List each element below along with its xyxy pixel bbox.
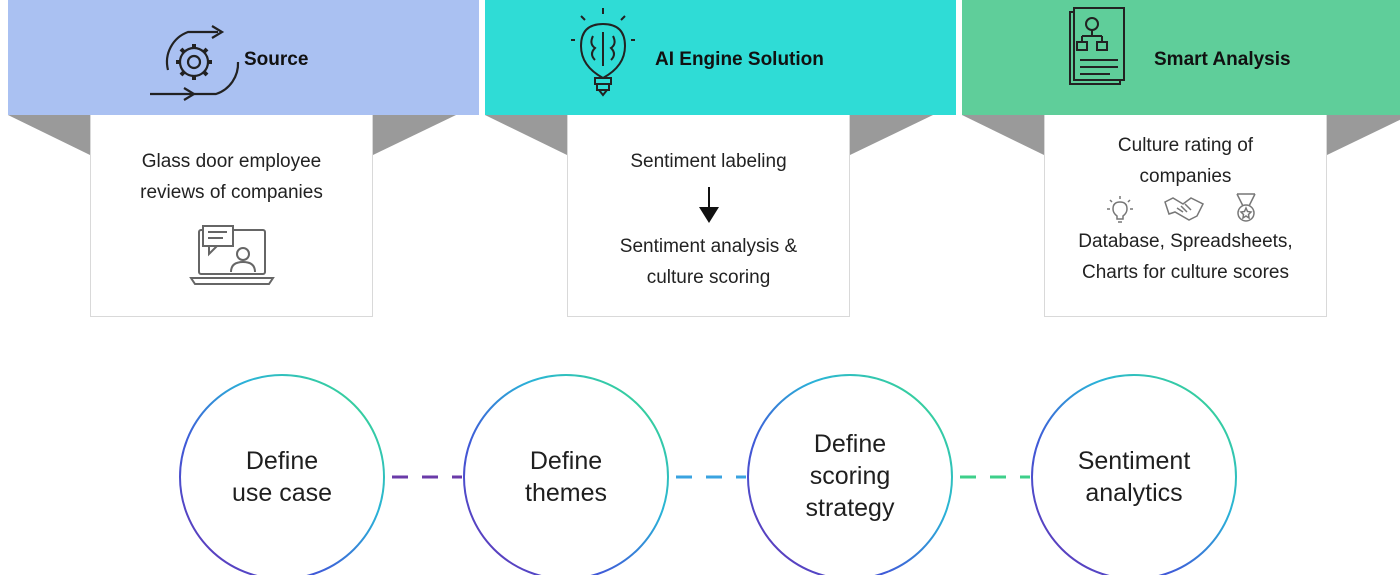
ai-step-1: Sentiment labeling [630,151,787,172]
brain-bulb-icon [571,8,635,97]
smart-analysis-card: Culture rating of companies [1044,115,1327,317]
step-4-line-2: analytics [1085,479,1183,507]
step-circle-sentiment-analytics [1031,374,1237,575]
step-label-define-themes: Define themes [466,445,666,509]
document-hierarchy-icon [1069,7,1125,85]
step-1-line-2: use case [231,479,333,507]
source-line-1: Glass door employee [141,151,322,172]
ai-step-2-line-2: culture scoring [646,267,771,288]
step-circle-define-scoring-strategy [747,374,953,575]
smart-bottom-line-1: Database, Spreadsheets, [1078,231,1293,252]
smart-icon-row [1045,192,1326,226]
smart-top-line-2: companies [1139,166,1232,187]
source-card: Glass door employee reviews of companies [90,115,373,317]
handshake-icon [1164,197,1205,221]
source-header: Source [8,0,479,115]
step-3-line-2: scoring [809,462,891,490]
gear-cycle-icon [150,25,240,101]
step-2-line-1: Define [529,447,603,475]
step-label-define-use-case: Define use case [182,445,382,509]
ai-engine-header: AI Engine Solution [485,0,956,115]
source-title: Source [244,49,309,70]
smart-analysis-title: Smart Analysis [1154,49,1291,70]
source-line-2: reviews of companies [140,182,323,203]
step-2-line-2: themes [525,479,607,507]
smart-analysis-panel: Smart Analysis Culture rating of compani… [962,0,1400,320]
smart-top-line-1: Culture rating of [1117,135,1254,156]
smart-bottom-line-2: Charts for culture scores [1082,262,1289,283]
step-1-line-1: Define [245,447,319,475]
step-3-line-3: strategy [805,494,895,522]
medal-icon [1236,193,1256,222]
process-flow [179,374,1237,575]
source-fold [8,115,456,155]
ai-step-2-line-1: Sentiment analysis & [619,236,798,257]
ai-engine-card: Sentiment labeling Sentiment analysis & … [567,115,850,317]
step-circle-define-use-case [179,374,385,575]
step-label-sentiment-analytics: Sentiment analytics [1034,445,1234,509]
step-3-line-1: Define [813,430,887,458]
laptop-chat-icon [188,225,275,285]
ai-engine-panel: AI Engine Solution Sentiment labeling Se… [485,0,956,320]
smart-analysis-header: Smart Analysis [962,0,1400,115]
step-circle-define-themes [463,374,669,575]
source-panel: Source Glass door employee reviews of co… [8,0,479,320]
smart-analysis-fold [962,115,1400,155]
step-4-line-1: Sentiment [1077,447,1191,475]
ai-engine-title: AI Engine Solution [655,49,824,70]
ai-engine-fold [485,115,933,155]
down-arrow-icon [698,187,719,223]
lightbulb-icon [1107,196,1133,223]
step-label-define-scoring-strategy: Define scoring strategy [750,428,950,524]
